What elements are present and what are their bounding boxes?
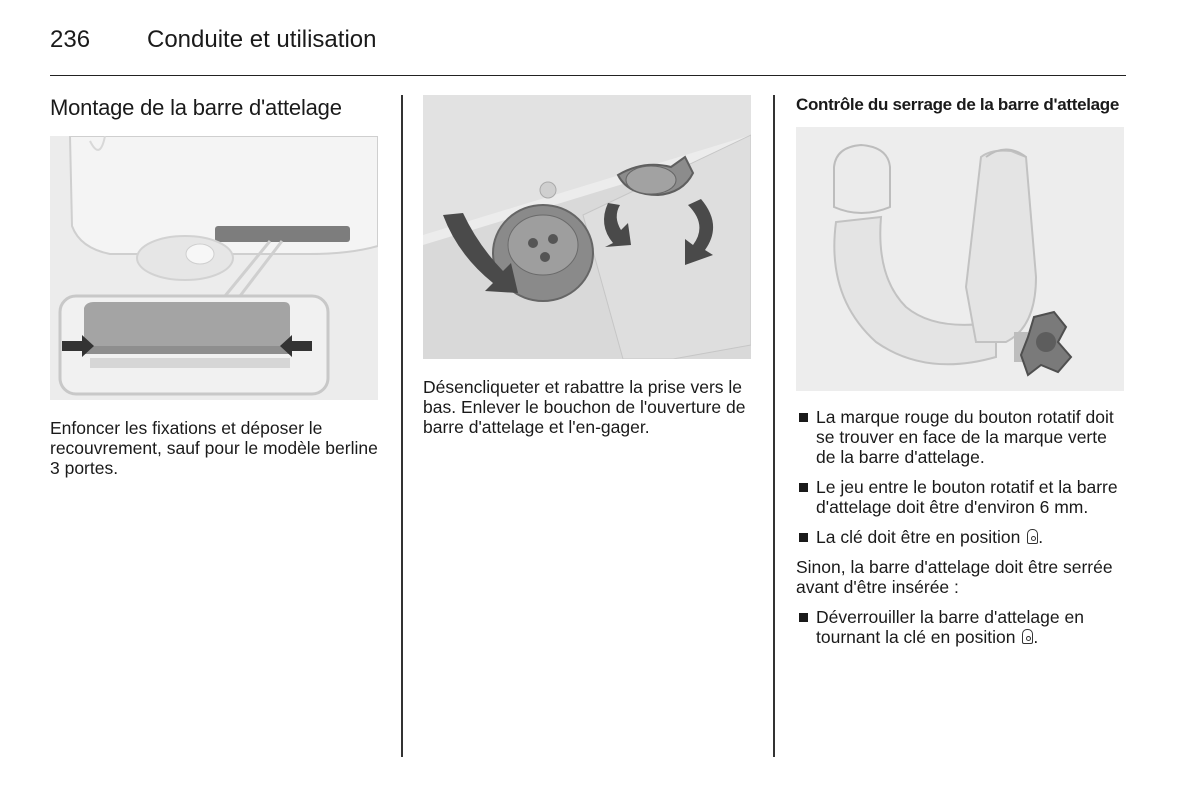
list-item: La marque rouge du bouton rotatif doit s… [796, 407, 1126, 467]
column-2: Désencliqueter et rabattre la prise vers… [423, 95, 753, 437]
instruction-text: Enfoncer les fixations et déposer le rec… [50, 418, 378, 478]
instruction-text: Désencliqueter et rabattre la prise vers… [423, 377, 746, 437]
paragraph-text: Sinon, la barre d'attelage doit être ser… [796, 557, 1113, 597]
chapter-title: Conduite et utilisation [147, 26, 377, 53]
lock-open-icon [1022, 629, 1034, 644]
figure-socket-plug [423, 95, 751, 359]
socket-illustration [423, 95, 751, 359]
unlock-list: Déverrouiller la barre d'attelage en tou… [796, 607, 1126, 647]
bullet-icon [799, 613, 808, 622]
bullet-icon [799, 533, 808, 542]
bullet-icon [799, 483, 808, 492]
column-1: Montage de la barre d'attelage Enfoncer … [50, 95, 380, 478]
section-heading: Montage de la barre d'attelage [50, 95, 342, 120]
page-header: 236 Conduite et utilisation [50, 26, 1126, 76]
bumper-illustration [50, 136, 378, 400]
check-list: La marque rouge du bouton rotatif doit s… [796, 407, 1126, 547]
page-number: 236 [50, 26, 91, 53]
column-divider [773, 95, 775, 757]
list-item: Déverrouiller la barre d'attelage en tou… [796, 607, 1126, 647]
subsection-heading: Contrôle du serrage de la barre d'attela… [796, 95, 1120, 114]
bullet-icon [799, 413, 808, 422]
lock-closed-icon [1027, 529, 1039, 544]
figure-towbar [796, 127, 1124, 391]
figure-bumper-cover [50, 136, 378, 400]
column-divider [401, 95, 403, 757]
list-item: La clé doit être en position . [796, 527, 1126, 547]
towbar-illustration [796, 127, 1124, 391]
list-item: Le jeu entre le bouton rotatif et la bar… [796, 477, 1126, 517]
column-3: Contrôle du serrage de la barre d'attela… [796, 95, 1126, 657]
